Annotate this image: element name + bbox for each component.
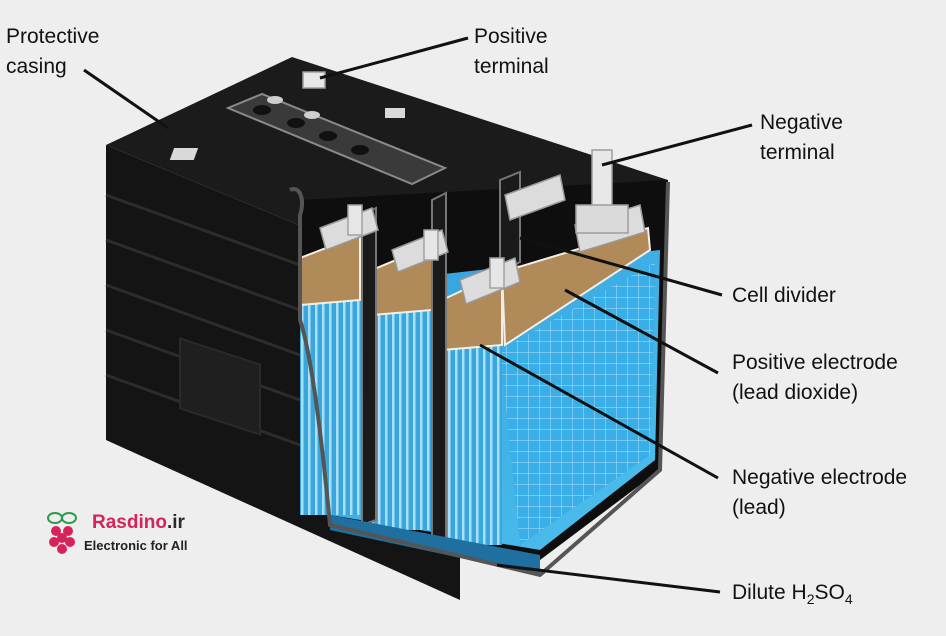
watermark-brand-tld: .ir bbox=[166, 512, 185, 533]
positive-electrode-line-1: Positive electrode bbox=[732, 351, 898, 374]
protective-casing-label: Protective casing bbox=[6, 22, 99, 82]
vent-cap bbox=[169, 148, 199, 160]
positive-electrode-line-2: (lead dioxide) bbox=[732, 381, 859, 404]
leader-negative-terminal bbox=[601, 123, 753, 167]
protective-casing-line-1: Protective bbox=[6, 25, 100, 48]
cell-plates bbox=[300, 290, 360, 515]
leader-electrolyte bbox=[496, 563, 721, 594]
negative-electrode-line-2: (lead) bbox=[732, 496, 786, 519]
casing-label-plate bbox=[179, 337, 261, 436]
leader-positive-terminal bbox=[319, 36, 469, 80]
positive-electrode-label: Positive electrode (lead dioxide) bbox=[732, 348, 898, 408]
leader-protective-casing bbox=[83, 68, 169, 130]
protective-casing-line-2: casing bbox=[6, 55, 67, 78]
cell-divider-label: Cell divider bbox=[732, 281, 836, 311]
vent-strip bbox=[225, 92, 448, 186]
battery-interior bbox=[299, 170, 668, 575]
leader-cell-divider bbox=[519, 236, 723, 297]
leader-lines bbox=[83, 36, 753, 594]
negative-terminal-line-1: Negative bbox=[760, 111, 843, 134]
electrolyte-prefix: Dilute H bbox=[732, 581, 807, 604]
electrolyte-label: Dilute H2SO4 bbox=[732, 578, 853, 608]
electrolyte-subscript-2: 4 bbox=[844, 591, 853, 608]
watermark-brand: Rasdino.ir bbox=[92, 512, 185, 534]
leader-negative-electrode bbox=[479, 343, 719, 480]
watermark-tagline: Electronic for All bbox=[84, 538, 188, 553]
positive-terminal-label: Positive terminal bbox=[474, 22, 549, 82]
negative-electrode-label: Negative electrode (lead) bbox=[732, 463, 907, 523]
watermark-logo: Rasdino.ir Electronic for All bbox=[44, 510, 244, 562]
electrolyte-mid: SO bbox=[814, 581, 845, 604]
positive-terminal-post bbox=[302, 71, 326, 89]
cell-plates bbox=[372, 300, 434, 530]
electrolyte-subscript-1: 2 bbox=[806, 591, 815, 608]
casing-ridges bbox=[105, 193, 301, 447]
positive-terminal-line-1: Positive bbox=[474, 25, 548, 48]
negative-terminal-post bbox=[575, 149, 629, 234]
cell-posts bbox=[347, 204, 505, 289]
negative-electrode-line-1: Negative electrode bbox=[732, 466, 908, 489]
negative-terminal-label: Negative terminal bbox=[760, 108, 843, 168]
raspberry-icon bbox=[47, 512, 77, 554]
negative-terminal-line-2: terminal bbox=[760, 141, 835, 164]
cell-divider-text: Cell divider bbox=[732, 284, 836, 307]
positive-terminal-line-2: terminal bbox=[474, 55, 549, 78]
casing-wall bbox=[289, 181, 670, 578]
electrode-grid bbox=[500, 262, 655, 545]
battery-bottom bbox=[330, 515, 540, 575]
watermark-brand-name: Rasdino bbox=[92, 512, 167, 533]
vent-cap bbox=[385, 108, 405, 118]
cell-plates bbox=[442, 330, 502, 545]
leader-positive-electrode bbox=[564, 288, 719, 375]
